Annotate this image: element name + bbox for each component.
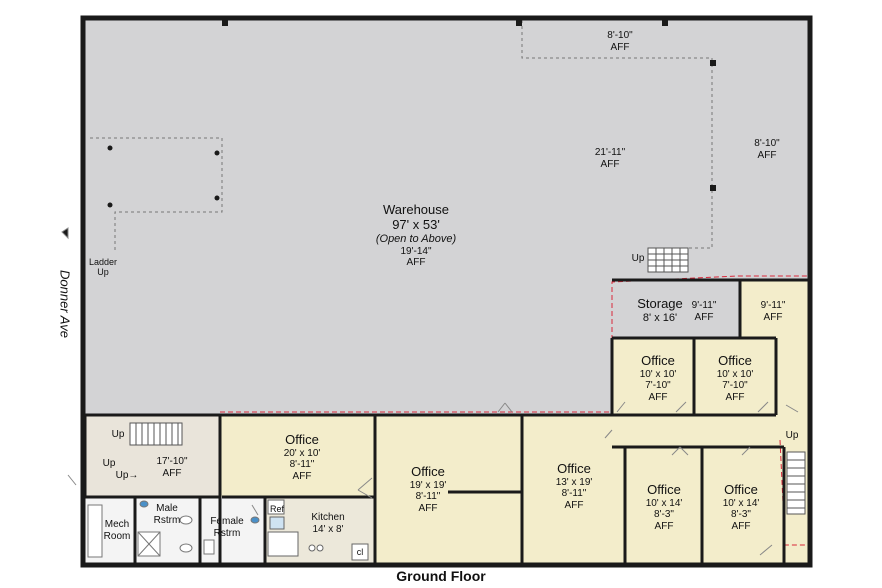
office-f-size: 10' x 14' bbox=[645, 497, 683, 509]
office-a-name: Office bbox=[641, 353, 675, 368]
kitchen-label: Kitchen 14' x 8' bbox=[311, 512, 344, 535]
office-c-size: 20' x 10' bbox=[283, 447, 321, 459]
corner-aff: AFF bbox=[763, 311, 783, 323]
kitchen-name: Kitchen bbox=[311, 512, 345, 523]
ladder-line1: Ladder bbox=[88, 257, 118, 267]
exterior-walls bbox=[80, 15, 813, 568]
office-f-aff: AFF bbox=[654, 520, 674, 532]
restroom-fixtures bbox=[87, 500, 260, 558]
warehouse-name: Warehouse bbox=[383, 202, 449, 217]
up-stair-hall-tag: Up bbox=[111, 429, 125, 440]
office-d-size: 19' x 19' bbox=[409, 479, 447, 491]
street-label: Donner Ave bbox=[57, 270, 73, 338]
up-right-tag: Up bbox=[785, 430, 799, 441]
office-e-name: Office bbox=[557, 461, 591, 476]
office-a-height: 7'-10" bbox=[645, 380, 671, 392]
office-g-label: Office 10' x 14' 8'-3" AFF bbox=[722, 482, 760, 532]
office-g-aff: AFF bbox=[731, 520, 751, 532]
office-g-name: Office bbox=[724, 482, 758, 497]
door-swings bbox=[61, 227, 799, 556]
mezz-center-height: 21'-11" bbox=[594, 147, 626, 158]
warehouse-height: 19'-14" bbox=[400, 245, 432, 257]
office-b-aff: AFF bbox=[725, 391, 745, 403]
mezzanine-outline bbox=[90, 20, 713, 250]
office-b-height: 7'-10" bbox=[722, 380, 748, 392]
storage-aff: AFF bbox=[694, 311, 714, 323]
office-e-aff: AFF bbox=[564, 499, 584, 511]
male-line2: Rstrm bbox=[153, 514, 181, 526]
mezz-top-aff: AFF bbox=[610, 41, 630, 53]
female-label: Female Rstrm bbox=[210, 516, 243, 539]
office-d-aff: AFF bbox=[418, 502, 438, 514]
floor-title: Ground Floor bbox=[396, 568, 486, 584]
warehouse-label: Warehouse 97' x 53' (Open to Above) 19'-… bbox=[375, 202, 457, 269]
corner-label: 9'-11" AFF bbox=[761, 300, 786, 323]
male-line1: Male bbox=[156, 503, 178, 514]
warehouse-size: 97' x 53' bbox=[392, 216, 440, 232]
stair-hall-label: 17'-10" AFF bbox=[156, 456, 187, 479]
kitchen-size: 14' x 8' bbox=[312, 523, 344, 535]
office-b-name: Office bbox=[718, 353, 752, 368]
storage-size: 8' x 16' bbox=[642, 311, 678, 324]
female-line2: Rstrm bbox=[213, 527, 241, 539]
up-hall-mid-tag: Up bbox=[102, 458, 116, 469]
office-f-height: 8'-3" bbox=[654, 509, 674, 521]
mezz-center-aff: AFF bbox=[600, 158, 620, 170]
mezz-right-height: 8'-10" bbox=[754, 138, 780, 149]
office-a-aff: AFF bbox=[648, 391, 668, 403]
corner-height: 9'-11" bbox=[760, 300, 786, 311]
female-line1: Female bbox=[210, 516, 244, 527]
stair-hall-aff: AFF bbox=[162, 467, 182, 479]
office-d-height: 8'-11" bbox=[415, 491, 441, 503]
warehouse-stairs bbox=[647, 247, 689, 273]
mezz-right-aff: AFF bbox=[757, 149, 777, 161]
up-hall-low-tag: Up→ bbox=[115, 470, 139, 481]
storage-name: Storage bbox=[637, 296, 683, 311]
warehouse-aff: AFF bbox=[406, 257, 426, 269]
mech-line2: Room bbox=[103, 530, 131, 542]
storage-height: 9'-11" bbox=[691, 300, 717, 311]
office-d-label: Office 19' x 19' 8'-11" AFF bbox=[409, 464, 447, 514]
office-g-height: 8'-3" bbox=[731, 509, 751, 521]
office-a-label: Office 10' x 10' 7'-10" AFF bbox=[639, 353, 677, 403]
office-d-name: Office bbox=[411, 464, 445, 479]
mezz-top-height: 8'-10" bbox=[607, 30, 633, 41]
mezz-top-label: 8'-10" AFF bbox=[607, 30, 632, 53]
office-c-height: 8'-11" bbox=[289, 459, 315, 471]
office-e-label: Office 13' x 19' 8'-11" AFF bbox=[555, 461, 593, 511]
stair-hall-stairs bbox=[129, 422, 183, 446]
office-c-label: Office 20' x 10' 8'-11" AFF bbox=[283, 432, 321, 482]
mezz-center-label: 21'-11" AFF bbox=[595, 147, 625, 170]
up-warehouse-tag: Up bbox=[631, 253, 645, 264]
office-b-label: Office 10' x 10' 7'-10" AFF bbox=[716, 353, 754, 403]
warehouse-note: (Open to Above) bbox=[375, 232, 457, 245]
office-c-name: Office bbox=[285, 432, 319, 447]
mezz-right-label: 8'-10" AFF bbox=[754, 138, 779, 161]
male-label: Male Rstrm bbox=[154, 503, 181, 526]
stair-hall-height: 17'-10" bbox=[156, 456, 188, 467]
interior-walls bbox=[83, 278, 808, 563]
storage-label: Storage 8' x 16' bbox=[637, 296, 683, 325]
mech-label: Mech Room bbox=[104, 519, 131, 542]
right-stairs bbox=[786, 451, 806, 515]
ref-tag: Ref bbox=[269, 504, 285, 514]
office-c-aff: AFF bbox=[292, 470, 312, 482]
office-f-label: Office 10' x 14' 8'-3" AFF bbox=[645, 482, 683, 532]
office-e-height: 8'-11" bbox=[561, 488, 587, 500]
office-e-size: 13' x 19' bbox=[555, 476, 593, 488]
ladder-tag: Ladder Up bbox=[89, 257, 117, 278]
office-b-size: 10' x 10' bbox=[716, 368, 754, 380]
storage-floor bbox=[612, 280, 740, 338]
office-a-size: 10' x 10' bbox=[639, 368, 677, 380]
closet-tag: cl bbox=[356, 547, 364, 557]
kitchen-fixtures bbox=[267, 499, 369, 561]
office-g-size: 10' x 14' bbox=[722, 497, 760, 509]
wall-ticks bbox=[107, 20, 716, 208]
ladder-line2: Up bbox=[97, 267, 109, 278]
office-f-name: Office bbox=[647, 482, 681, 497]
mech-line1: Mech bbox=[104, 519, 130, 530]
storage-height-label: 9'-11" AFF bbox=[692, 300, 717, 323]
